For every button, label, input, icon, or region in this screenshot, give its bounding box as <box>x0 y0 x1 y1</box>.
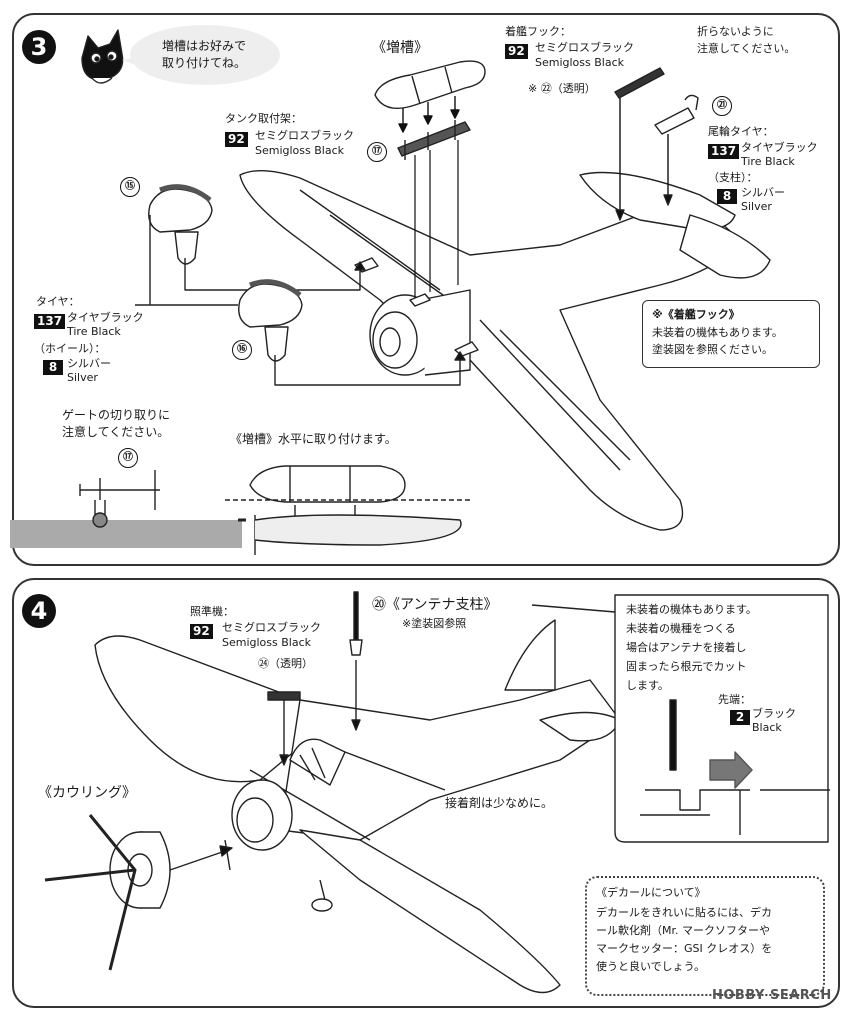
antenna-title: ⑳《アンテナ支柱》 <box>372 597 498 613</box>
wheel-en: Silver <box>67 371 98 384</box>
arrest-hook-label: 着艦フック： <box>505 25 571 38</box>
speech-line-1: 増槽はお好みで <box>162 39 247 53</box>
part-17-label: ⑰ <box>367 142 387 162</box>
tank-mount-label: タンク取付架： <box>225 112 302 125</box>
tip-code: 2 <box>730 710 750 725</box>
sight-label: 照準機： <box>190 605 234 618</box>
cowling-part <box>44 814 233 971</box>
tail-tire-en: Tire Black <box>741 155 795 168</box>
tank-horizontal-diagram <box>225 465 470 555</box>
gunsight-part <box>267 691 301 766</box>
sight-code: 92 <box>190 624 213 639</box>
tire-en: Tire Black <box>67 325 121 338</box>
cowling-title: 《カウリング》 <box>38 785 136 801</box>
antenna-note-3: 場合はアンテナを接着し <box>626 641 747 654</box>
tire-label: タイヤ： <box>36 295 80 308</box>
main-wheel-15 <box>148 184 366 291</box>
sight-jp: セミグロスブラック <box>222 621 321 634</box>
airframe-top <box>94 619 621 994</box>
gate-detail-diagram <box>10 470 242 548</box>
antenna-ref: ※塗装図参照 <box>402 617 467 630</box>
part-21-label: ㉑ <box>712 96 732 116</box>
tip-label: 先端： <box>718 693 751 706</box>
strut-label: （支柱）： <box>708 171 758 184</box>
tire-jp: タイヤブラック <box>67 311 144 324</box>
glue-note: 接着剤は少なめに。 <box>445 796 554 810</box>
main-wheel-16 <box>238 279 466 386</box>
wheel-code: 8 <box>43 360 63 375</box>
arrest-hook-code: 92 <box>505 44 528 59</box>
strut-jp: シルバー <box>741 186 785 199</box>
step-3-number: 3 <box>22 30 56 64</box>
decal-note-box <box>585 876 825 996</box>
antenna-note-4: 固まったら根元でカット <box>626 660 747 673</box>
antenna-note-box <box>614 594 830 843</box>
airframe-underside <box>239 170 771 531</box>
tip-en: Black <box>752 721 782 734</box>
part-16-label: ⑯ <box>232 340 252 360</box>
arrest-hook-jp: セミグロスブラック <box>535 41 634 54</box>
decal-note-3: マークセッター：GSI クレオス）を <box>596 942 773 955</box>
gate-part-label: ⑰ <box>118 448 138 468</box>
arrest-hook-en: Semigloss Black <box>535 56 625 69</box>
careful-note-2: 注意してください。 <box>697 42 796 55</box>
tank-horizontal-note: 《増槽》水平に取り付けます。 <box>230 432 397 446</box>
tail-tire-code: 137 <box>708 144 740 159</box>
tip-jp: ブラック <box>752 707 796 720</box>
tire-code: 137 <box>34 314 66 329</box>
tank-rack-part <box>397 120 471 160</box>
sight-part: ㉔（透明） <box>258 657 313 670</box>
antenna-note-5: します。 <box>626 679 669 692</box>
strut-en: Silver <box>741 200 772 213</box>
decal-note-2: ール軟化剤（Mr. マークソフターや <box>596 924 770 937</box>
part-15-label: ⑮ <box>120 177 140 197</box>
watermark: HOBBY SEARCH <box>712 988 832 1003</box>
arrest-hook-part <box>614 67 665 221</box>
careful-note-1: 折らないように <box>697 25 774 38</box>
tail-tire-jp: タイヤブラック <box>741 141 818 154</box>
sight-en: Semigloss Black <box>222 636 312 649</box>
antenna-note-1: 未装着の機体もあります。 <box>626 603 757 616</box>
hook-note-line-1: 未装着の機体もあります。 <box>652 326 783 339</box>
tail-wheel-part <box>654 94 699 206</box>
gate-note-2: 注意してください。 <box>62 425 170 439</box>
tail-tire-label: 尾輪タイヤ： <box>708 125 774 138</box>
decal-note-4: 使うと良いでしょう。 <box>596 960 706 973</box>
decal-note-1: デカールをきれいに貼るには、デカ <box>596 906 772 919</box>
step-4-number: 4 <box>22 594 56 628</box>
wheel-jp: シルバー <box>67 357 111 370</box>
tank-mount-code: 92 <box>225 132 248 147</box>
antenna-mast-part <box>349 591 363 731</box>
hook-note-box <box>642 300 820 368</box>
wheel-label: （ホイール）： <box>34 342 106 355</box>
hook-note-line-2: 塗装図を参照ください。 <box>652 343 773 356</box>
tank-mount-en: Semigloss Black <box>255 144 345 157</box>
antenna-note-2: 未装着の機種をつくる <box>626 622 736 635</box>
decal-title: 《デカールについて》 <box>596 886 706 899</box>
tank-mount-jp: セミグロスブラック <box>255 129 354 142</box>
speech-line-2: 取り付けてね。 <box>162 56 247 70</box>
drop-tank-part <box>374 60 486 109</box>
cat-mascot-icon <box>81 29 124 84</box>
gate-note-1: ゲートの切り取りに <box>62 408 171 422</box>
strut-code: 8 <box>717 189 737 204</box>
speech-bubble <box>130 25 280 85</box>
clear-part-note: ※ ㉒（透明） <box>528 82 596 95</box>
drop-tank-title: 《増槽》 <box>372 40 428 56</box>
hook-note-title: ※《着艦フック》 <box>652 308 740 321</box>
